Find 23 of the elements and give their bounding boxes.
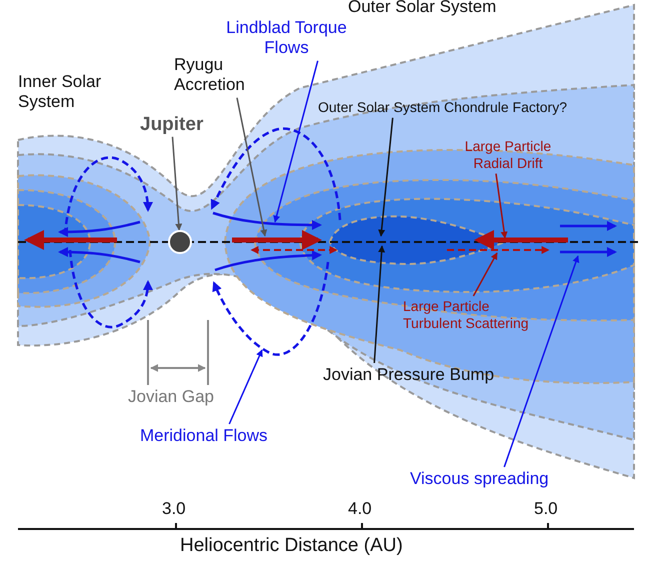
callout-label: Viscous spreading xyxy=(410,469,549,490)
leader-line xyxy=(374,245,386,364)
tick-label: 3.0 xyxy=(162,499,186,520)
leader-line xyxy=(172,136,182,231)
leader-line xyxy=(228,349,263,424)
leader-line xyxy=(495,174,508,239)
axis-title: Heliocentric Distance (AU) xyxy=(180,535,403,558)
leader-line xyxy=(504,255,580,468)
callout-label: Large Particle Radial Drift xyxy=(448,138,568,172)
callout-label: Large Particle Turbulent Scattering xyxy=(403,298,531,332)
tick-label: 5.0 xyxy=(534,499,558,520)
callout-label: Meridional Flows xyxy=(140,426,268,446)
leader-line xyxy=(472,252,498,296)
callout-label: Jovian Pressure Bump xyxy=(323,365,494,386)
planet-label: Jupiter xyxy=(140,114,204,137)
dimension-label: Jovian Gap xyxy=(128,387,214,408)
region-label: Outer Solar System xyxy=(348,0,496,18)
leader-line xyxy=(378,118,394,237)
region-label: Inner Solar System xyxy=(18,72,102,113)
callout-label: Outer Solar System Chondrule Factory? xyxy=(318,99,567,116)
leader-line xyxy=(236,98,268,237)
tick-label: 4.0 xyxy=(348,499,372,520)
leader-line xyxy=(273,60,318,223)
